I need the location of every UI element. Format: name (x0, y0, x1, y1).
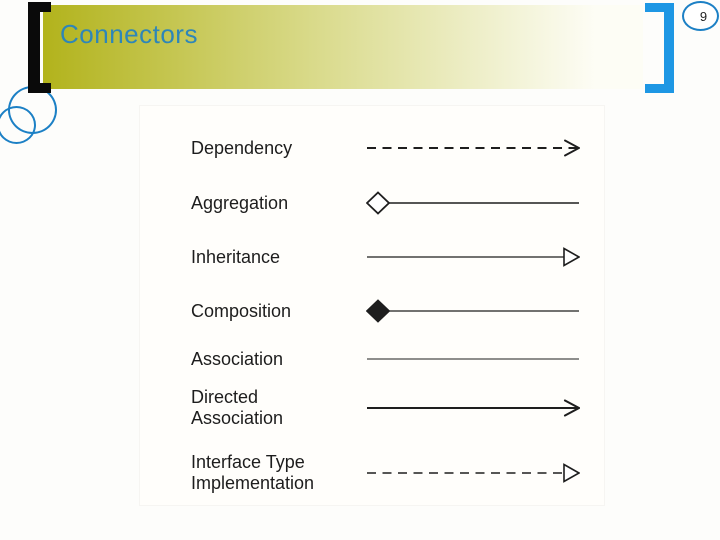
connector-label: Composition (191, 300, 292, 321)
connector-graphic-association (367, 358, 579, 360)
title-band (43, 5, 643, 89)
connector-label: Inheritance (191, 246, 281, 267)
connector-label: Association (191, 348, 284, 369)
connector-label: Interface Type Implementation (191, 452, 315, 493)
connector-graphic-directed-association (367, 399, 580, 417)
connector-graphic-inheritance (367, 247, 580, 267)
connector-figure: Dependency Aggregation Inheritance Compo… (139, 105, 605, 506)
right-bracket-decoration (645, 3, 674, 93)
connector-label: Aggregation (191, 192, 289, 213)
left-bracket-decoration (28, 2, 51, 93)
connector-label: Directed Association (191, 387, 284, 428)
page-title: Connectors (60, 19, 198, 49)
connector-row: Association (140, 336, 604, 382)
connector-row: Directed Association (140, 385, 604, 431)
connector-row: Composition (140, 288, 604, 334)
connector-row: Inheritance (140, 234, 604, 280)
connector-row: Aggregation (140, 180, 604, 226)
circle-decoration-small (0, 106, 36, 144)
page-number: 9 (699, 8, 708, 24)
connector-label: Dependency (191, 137, 293, 158)
connector-row: Interface Type Implementation (140, 450, 604, 496)
connector-graphic-aggregation (366, 191, 579, 215)
connector-graphic-dependency (367, 139, 580, 157)
connector-graphic-composition (366, 299, 579, 323)
page-number-badge: 9 (682, 1, 719, 31)
connector-row: Dependency (140, 125, 604, 171)
connector-graphic-interface-type-implementation (367, 463, 580, 483)
